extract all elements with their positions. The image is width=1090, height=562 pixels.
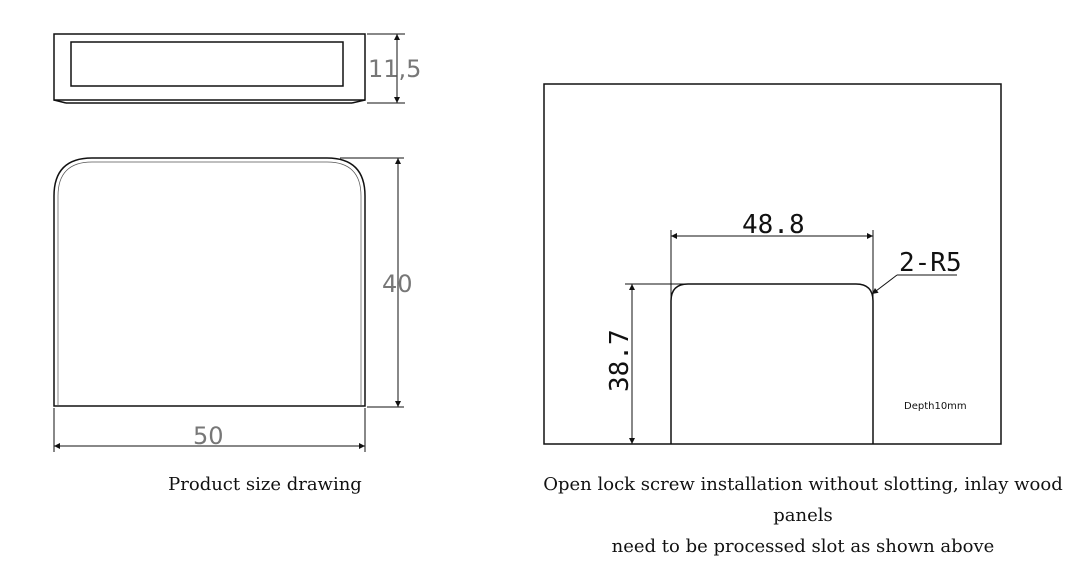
slot-outline bbox=[670, 283, 874, 444]
front-view-width-label: 50 bbox=[193, 422, 224, 450]
slot-caption-line-2: need to be processed slot as shown above bbox=[611, 536, 995, 557]
slot-width-label: 48.8 bbox=[742, 210, 805, 240]
top-view-height-dimension bbox=[367, 33, 405, 104]
slot-radius-label: 2-R5 bbox=[899, 248, 962, 278]
wood-panel-outline bbox=[543, 83, 1002, 445]
top-view-height-label: 11,5 bbox=[368, 55, 421, 83]
top-view-base-right-chamfer bbox=[351, 99, 366, 104]
product-drawing-caption: Product size drawing bbox=[168, 474, 362, 495]
top-view-base-left-chamfer bbox=[53, 99, 67, 104]
front-view-width-dimension bbox=[53, 408, 366, 452]
slot-caption-line-1: Open lock screw installation without slo… bbox=[543, 474, 1063, 526]
top-view-inner-outline bbox=[70, 41, 344, 87]
top-view-outer-outline bbox=[53, 33, 366, 101]
product-top-view bbox=[53, 33, 366, 104]
front-view-height-label: 40 bbox=[382, 270, 413, 298]
product-front-outline bbox=[53, 157, 366, 407]
depth-note: Depth10mm bbox=[904, 401, 967, 412]
slot-drawing-caption: Open lock screw installation without slo… bbox=[520, 469, 1086, 562]
slot-width-dimension bbox=[670, 230, 874, 298]
slot-height-label: 38.7 bbox=[605, 329, 635, 392]
radius-leader-line bbox=[871, 274, 898, 295]
slot-height-dimension bbox=[625, 283, 700, 444]
front-view-height-dimension bbox=[340, 157, 404, 408]
slot-radius-leader bbox=[871, 274, 957, 295]
product-front-inner-edge bbox=[57, 161, 362, 406]
